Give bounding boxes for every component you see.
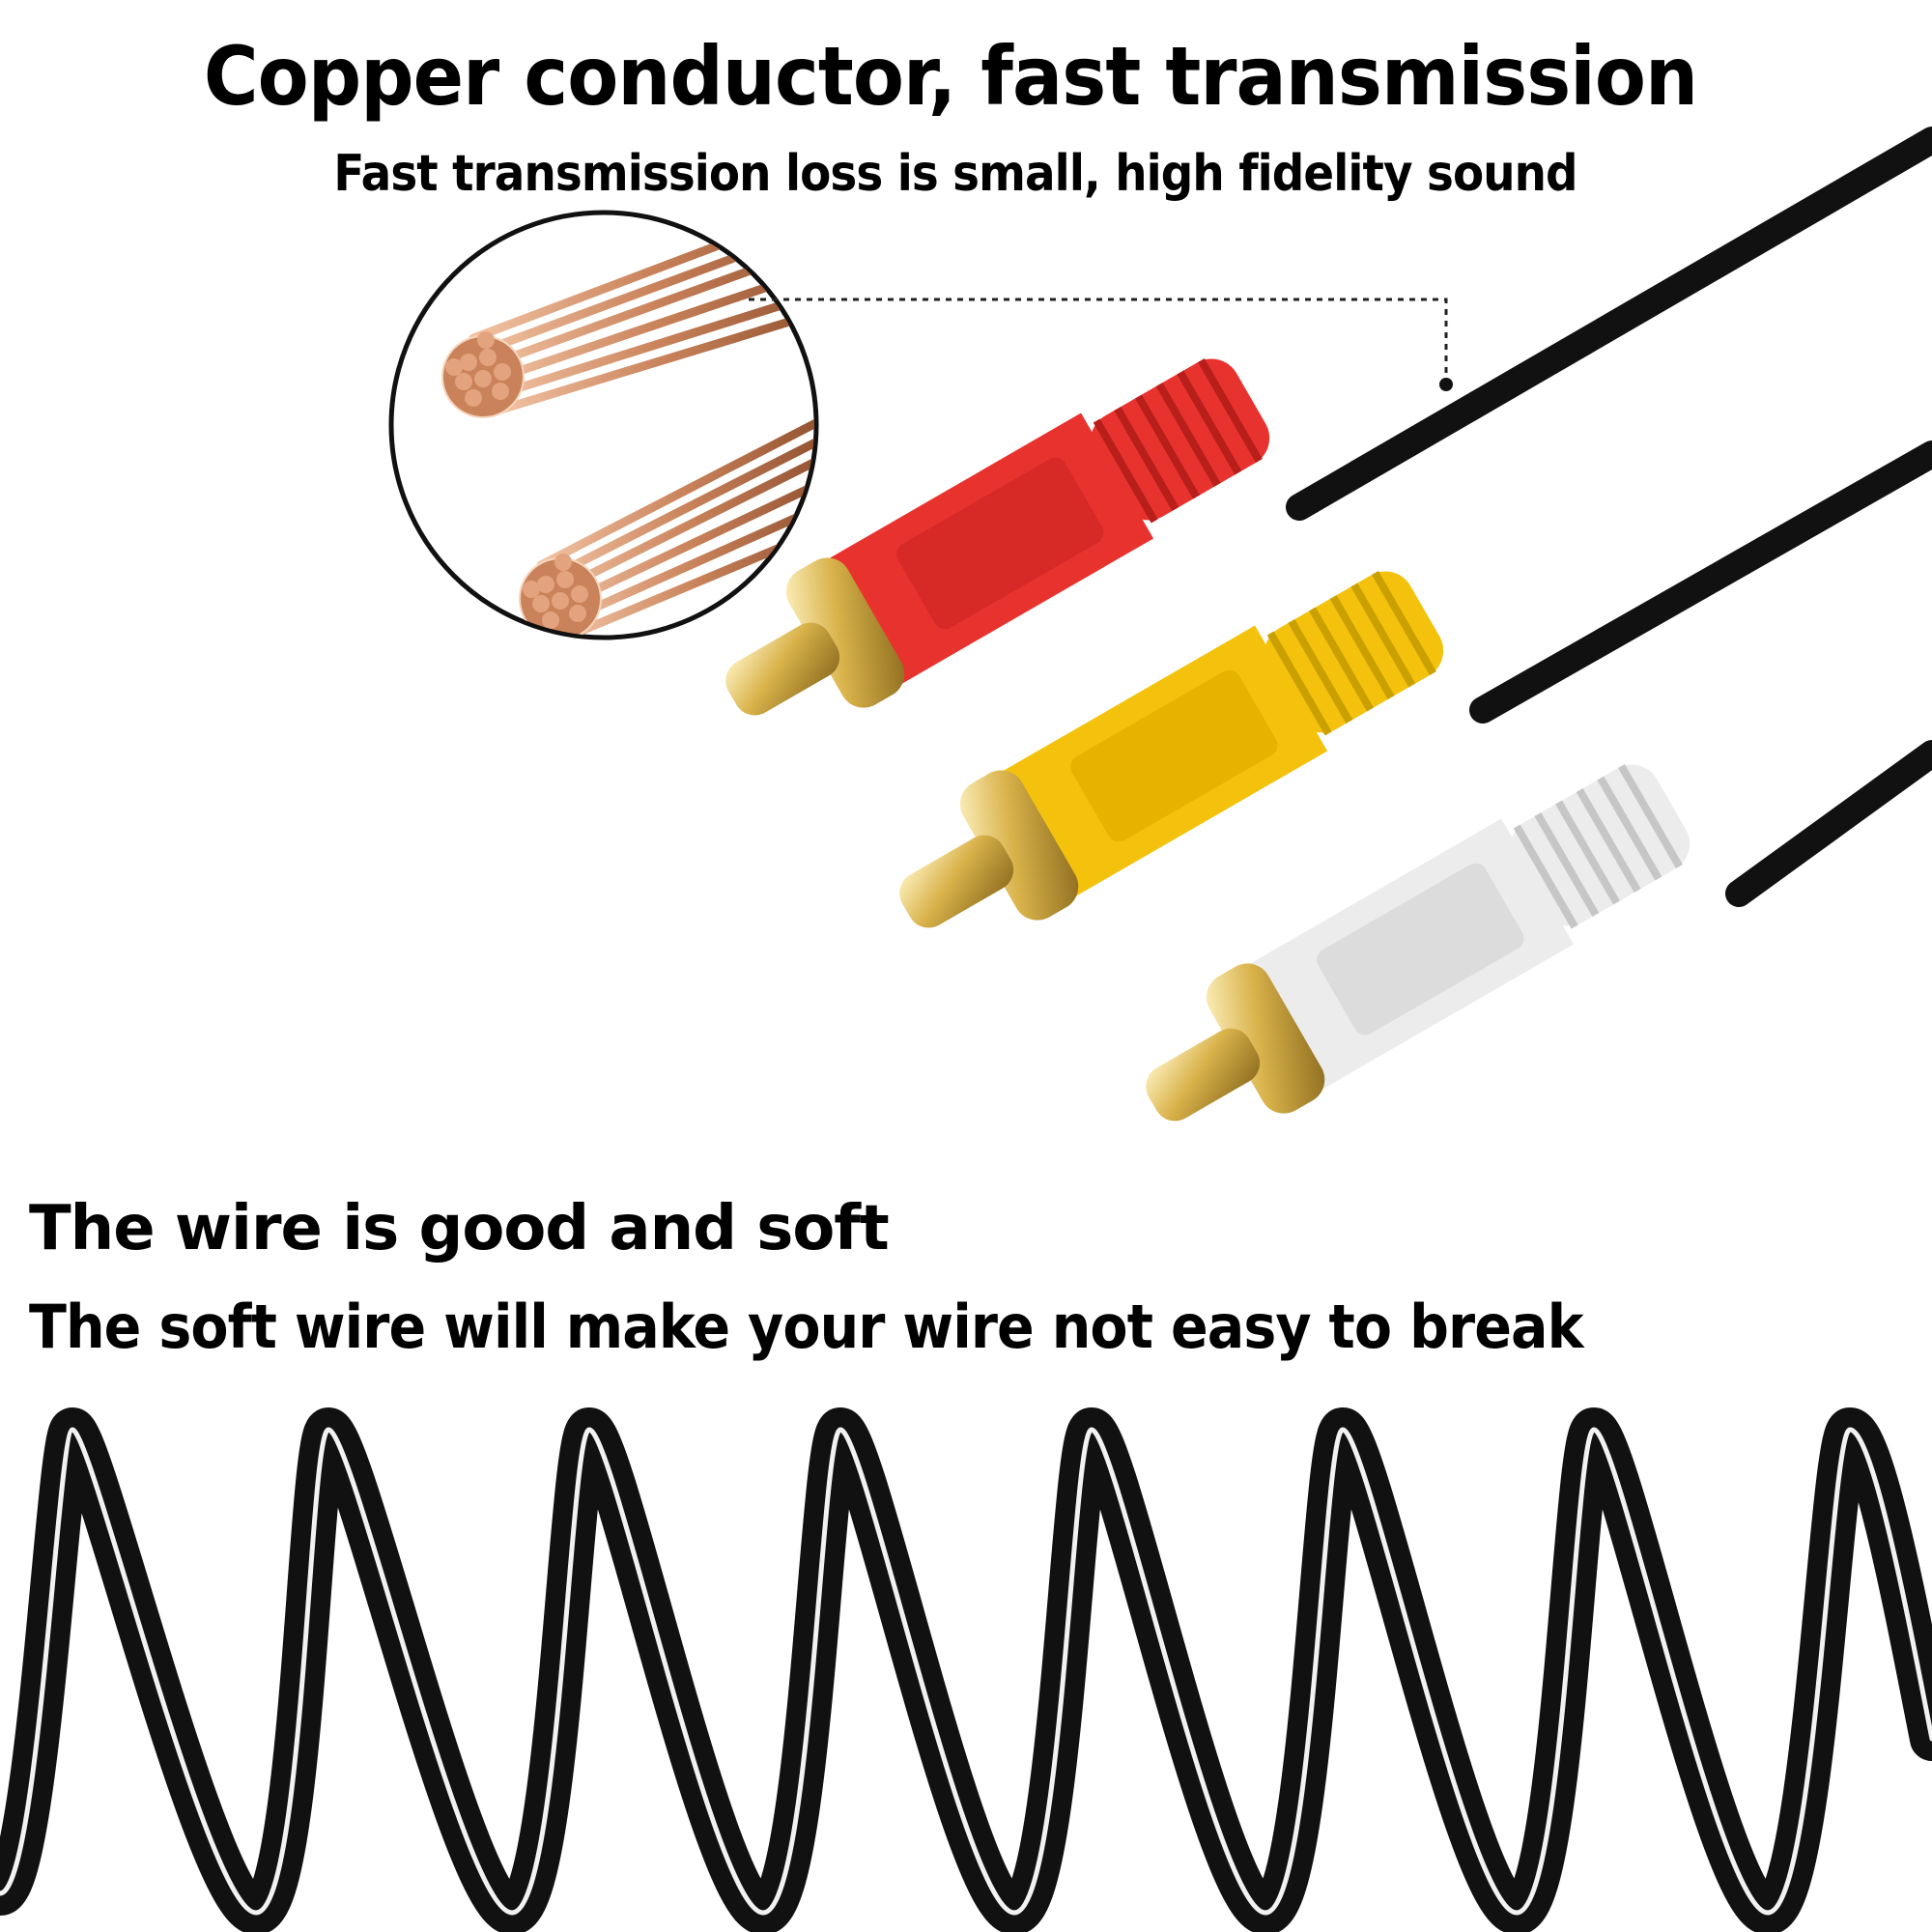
wire-softness-title: The wire is good and soft bbox=[29, 1193, 890, 1264]
cables bbox=[1286, 127, 1932, 907]
subheadline: Fast transmission loss is small, high fi… bbox=[333, 145, 1577, 203]
red-rca-plug bbox=[725, 358, 1270, 716]
coiled-wire bbox=[0, 1406, 1932, 1932]
white-rca-plug bbox=[1146, 764, 1690, 1122]
wire-softness-subtitle: The soft wire will make your wire not ea… bbox=[29, 1292, 1583, 1362]
yellow-rca-plug bbox=[899, 571, 1444, 928]
headline: Copper conductor, fast transmission bbox=[203, 29, 1698, 124]
